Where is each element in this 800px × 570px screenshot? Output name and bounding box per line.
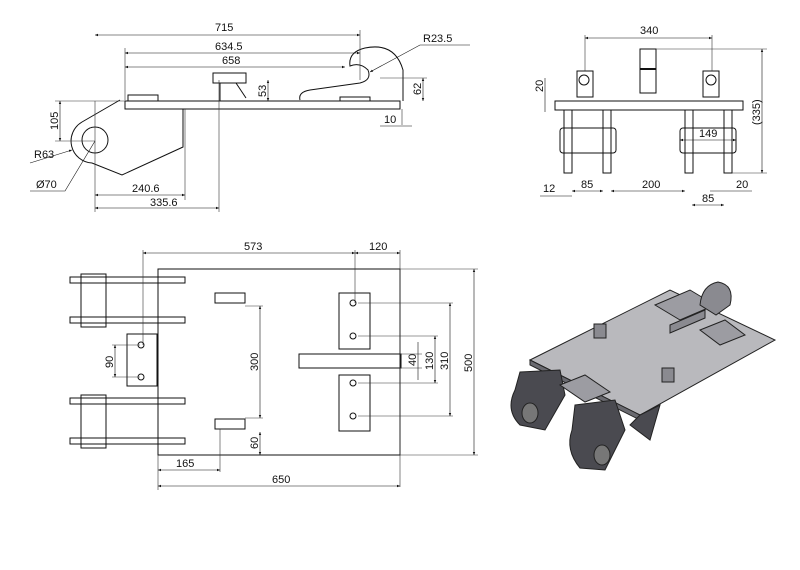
dim-500: 500	[463, 354, 475, 372]
iso-bolt-block	[593, 323, 607, 339]
bracket	[219, 82, 247, 101]
iso-lug-left	[510, 369, 566, 431]
clamp-plate-left	[126, 333, 158, 387]
side-view: 715 634.5 658 R23.5 53 62 10 105 R63 Ø70…	[29, 22, 470, 212]
front-view: 340 20 (335) 149 12 85 200 20 85	[534, 25, 767, 207]
plate-side	[124, 100, 401, 110]
isometric-view	[510, 281, 777, 471]
iso-plate	[528, 289, 777, 416]
iso-hook	[699, 281, 732, 316]
iso-clamp-plate	[558, 374, 612, 403]
dim-r23-5: R23.5	[423, 33, 452, 45]
iso-bolt-block	[661, 367, 675, 383]
dim-40: 40	[407, 354, 419, 366]
dim-165: 165	[176, 458, 194, 470]
bolt-plate	[127, 94, 159, 102]
dim-12: 12	[543, 183, 555, 195]
lug-side	[70, 99, 184, 176]
dim-120: 120	[369, 241, 387, 253]
iso-lug-front	[569, 399, 626, 471]
dim-200: 200	[642, 179, 660, 191]
dim-573: 573	[244, 241, 262, 253]
dim-85-left: 85	[581, 179, 593, 191]
dim-60: 60	[249, 437, 261, 449]
dim-335-6: 335.6	[150, 197, 178, 209]
dim-90: 90	[104, 356, 116, 368]
dim-310: 310	[439, 352, 451, 370]
dim-20-left: 20	[534, 80, 546, 92]
lug-left	[559, 127, 617, 154]
hook	[299, 46, 404, 101]
plate-top	[157, 268, 401, 456]
iso-lug-right	[629, 404, 661, 441]
dim-r63: R63	[34, 149, 54, 161]
dim-10: 10	[384, 114, 396, 126]
dim-105: 105	[49, 112, 61, 130]
bolt-block	[212, 72, 247, 84]
dim-650: 650	[272, 474, 290, 486]
dim-335: (335)	[751, 99, 763, 125]
dim-340: 340	[640, 25, 658, 37]
dim-149: 149	[699, 128, 717, 140]
dim-85-right: 85	[702, 193, 714, 205]
dim-62: 62	[412, 83, 424, 95]
dim-130: 130	[424, 352, 436, 370]
dim-dia70: Ø70	[36, 179, 57, 191]
bolt-block-right	[702, 70, 720, 98]
dim-240-6: 240.6	[132, 183, 160, 195]
dim-300: 300	[249, 353, 261, 371]
dim-715: 715	[215, 22, 233, 34]
top-view: 573 120 500 310 130 40 300 90 60 165 650	[69, 241, 478, 490]
dim-634-5: 634.5	[215, 41, 243, 53]
dim-658: 658	[222, 55, 240, 67]
dim-20-right: 20	[736, 179, 748, 191]
hook-top	[298, 353, 402, 369]
bolt-plate	[339, 96, 371, 102]
hook-front	[639, 48, 657, 94]
dim-53: 53	[257, 85, 269, 97]
plate-front	[554, 100, 744, 111]
